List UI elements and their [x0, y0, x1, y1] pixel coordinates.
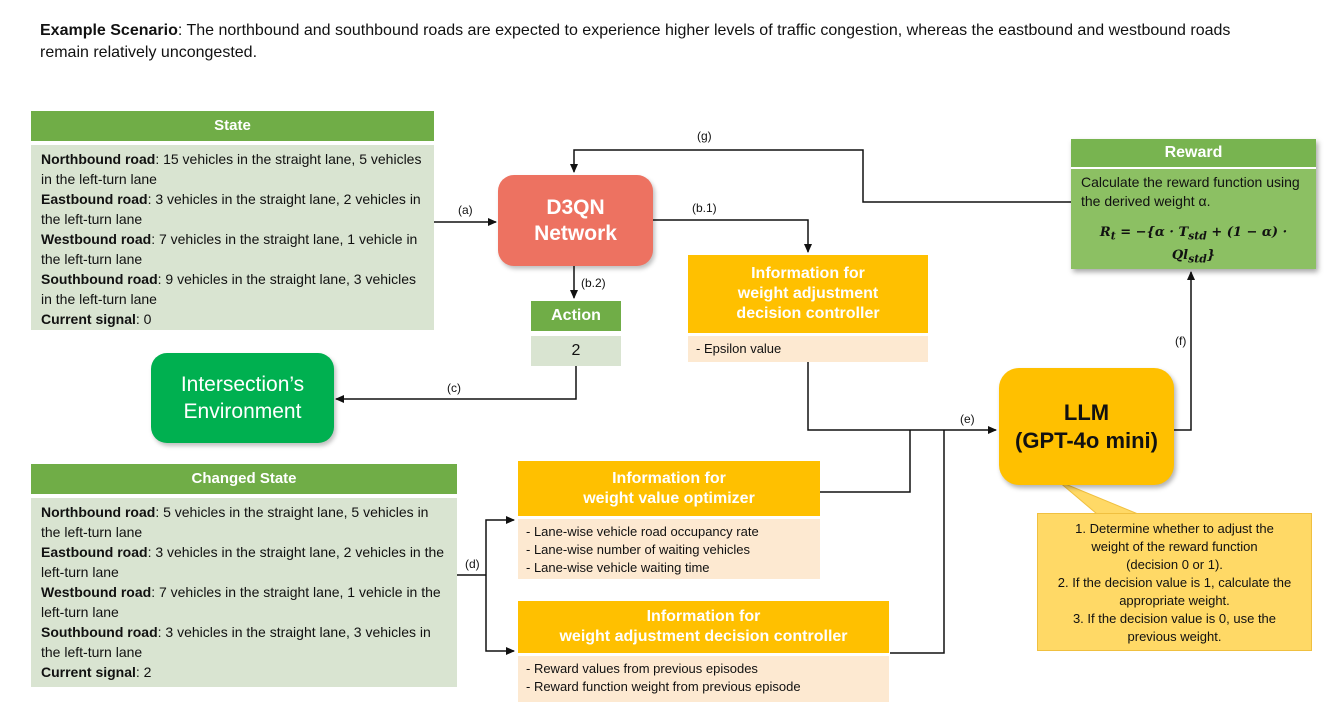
llm-title: LLM	[1063, 399, 1110, 425]
d3qn-title: D3QN	[546, 195, 605, 219]
edge-e-epsilon	[807, 362, 997, 434]
info-decision-body: - Reward values from previous episodes -…	[518, 656, 889, 702]
scenario-label: Example Scenario	[40, 22, 178, 39]
info-decision-title-line: weight adjustment decision controller	[559, 628, 848, 645]
edge-c	[335, 366, 577, 403]
edge-e-optimizer	[820, 430, 911, 493]
changed-state-body: Northbound road: 5 vehicles in the strai…	[31, 498, 457, 687]
llm-node: LLM(GPT-4o mini)	[999, 368, 1174, 485]
edge-label-a: (a)	[458, 203, 473, 217]
changed-state-row: Northbound road: 5 vehicles in the strai…	[41, 504, 429, 540]
d3qn-subtitle: Network	[534, 221, 617, 245]
state-row: Northbound road: 15 vehicles in the stra…	[41, 151, 422, 187]
edge-d-bottom	[485, 575, 515, 655]
reward-description: Calculate the reward function using the …	[1081, 174, 1300, 209]
reward-formula: Rt = −{α · Tstd + (1 − α) · Qlstd}	[1099, 225, 1288, 266]
info-optimizer-title-line: weight value optimizer	[583, 489, 755, 507]
state-row: Southbound road: 9 vehicles in the strai…	[41, 271, 417, 307]
scenario-text: : The northbound and southbound roads ar…	[40, 22, 1231, 61]
changed-state-row: Southbound road: 3 vehicles in the strai…	[41, 624, 431, 660]
edge-label-g: (g)	[697, 129, 712, 143]
action-header: Action	[531, 301, 621, 331]
scenario-description: Example Scenario: The northbound and sou…	[40, 20, 1240, 64]
edge-label-d: (d)	[465, 557, 480, 571]
edge-g	[570, 149, 1071, 203]
callout-line: 1. Determine whether to adjust the	[1075, 521, 1274, 536]
info-decision-title-line: Information for	[646, 608, 761, 625]
info-epsilon-title-line: decision controller	[736, 305, 880, 322]
edge-label-b2: (b.2)	[581, 276, 606, 290]
callout-line: 2. If the decision value is 1, calculate…	[1057, 575, 1292, 590]
state-row: Eastbound road: 3 vehicles in the straig…	[41, 191, 421, 227]
info-optimizer-body: - Lane-wise vehicle road occupancy rate …	[518, 519, 820, 579]
callout-line: (decision 0 or 1).	[1126, 557, 1223, 572]
reward-header: Reward	[1071, 139, 1316, 169]
info-optimizer-title-line: Information for	[612, 469, 726, 487]
changed-state-row: Westbound road: 7 vehicles in the straig…	[41, 584, 441, 620]
environment-line2: Environment	[183, 400, 302, 423]
state-row: Westbound road: 7 vehicles in the straig…	[41, 231, 418, 267]
info-optimizer-item: - Lane-wise number of waiting vehicles	[526, 542, 750, 557]
info-optimizer-item: - Lane-wise vehicle road occupancy rate	[526, 524, 759, 539]
environment-line1: Intersection’s	[180, 373, 305, 396]
info-optimizer-item: - Lane-wise vehicle waiting time	[526, 560, 710, 575]
changed-state-header: Changed State	[31, 464, 457, 494]
state-row: Current signal: 0	[41, 311, 152, 327]
llm-instructions-callout: 1. Determine whether to adjust the weigh…	[1037, 513, 1312, 651]
info-decision-item: - Reward function weight from previous e…	[526, 679, 801, 694]
info-epsilon-header: Information for weight adjustment decisi…	[688, 255, 928, 333]
reward-box: Reward Calculate the reward function usi…	[1071, 139, 1316, 269]
edge-d-top	[485, 516, 515, 575]
info-epsilon-title-line: weight adjustment	[737, 285, 879, 302]
action-value: 2	[531, 336, 621, 366]
changed-state-row: Current signal: 2	[41, 664, 152, 680]
edge-label-c: (c)	[447, 381, 461, 395]
info-epsilon-title-line: Information for	[751, 265, 865, 282]
callout-line: previous weight.	[1127, 629, 1222, 644]
info-optimizer-header: Information for weight value optimizer	[518, 461, 820, 516]
llm-model: (GPT-4o mini)	[1015, 427, 1158, 453]
edge-label-f: (f)	[1175, 334, 1187, 348]
info-epsilon-item: - Epsilon value	[696, 341, 782, 356]
state-header: State	[31, 111, 434, 141]
edge-e-decision	[890, 430, 945, 654]
edge-label-e: (e)	[960, 412, 975, 426]
state-body: Northbound road: 15 vehicles in the stra…	[31, 145, 434, 330]
callout-line: appropriate weight.	[1119, 593, 1230, 608]
changed-state-row: Eastbound road: 3 vehicles in the straig…	[41, 544, 445, 580]
edge-b1	[653, 219, 812, 253]
info-decision-item: - Reward values from previous episodes	[526, 661, 758, 676]
edge-label-b1: (b.1)	[692, 201, 717, 215]
callout-line: 3. If the decision value is 0, use the	[1072, 611, 1277, 626]
info-decision-header: Information for weight adjustment decisi…	[518, 601, 889, 653]
info-epsilon-body: - Epsilon value	[688, 336, 928, 362]
callout-line: weight of the reward function	[1091, 539, 1258, 554]
